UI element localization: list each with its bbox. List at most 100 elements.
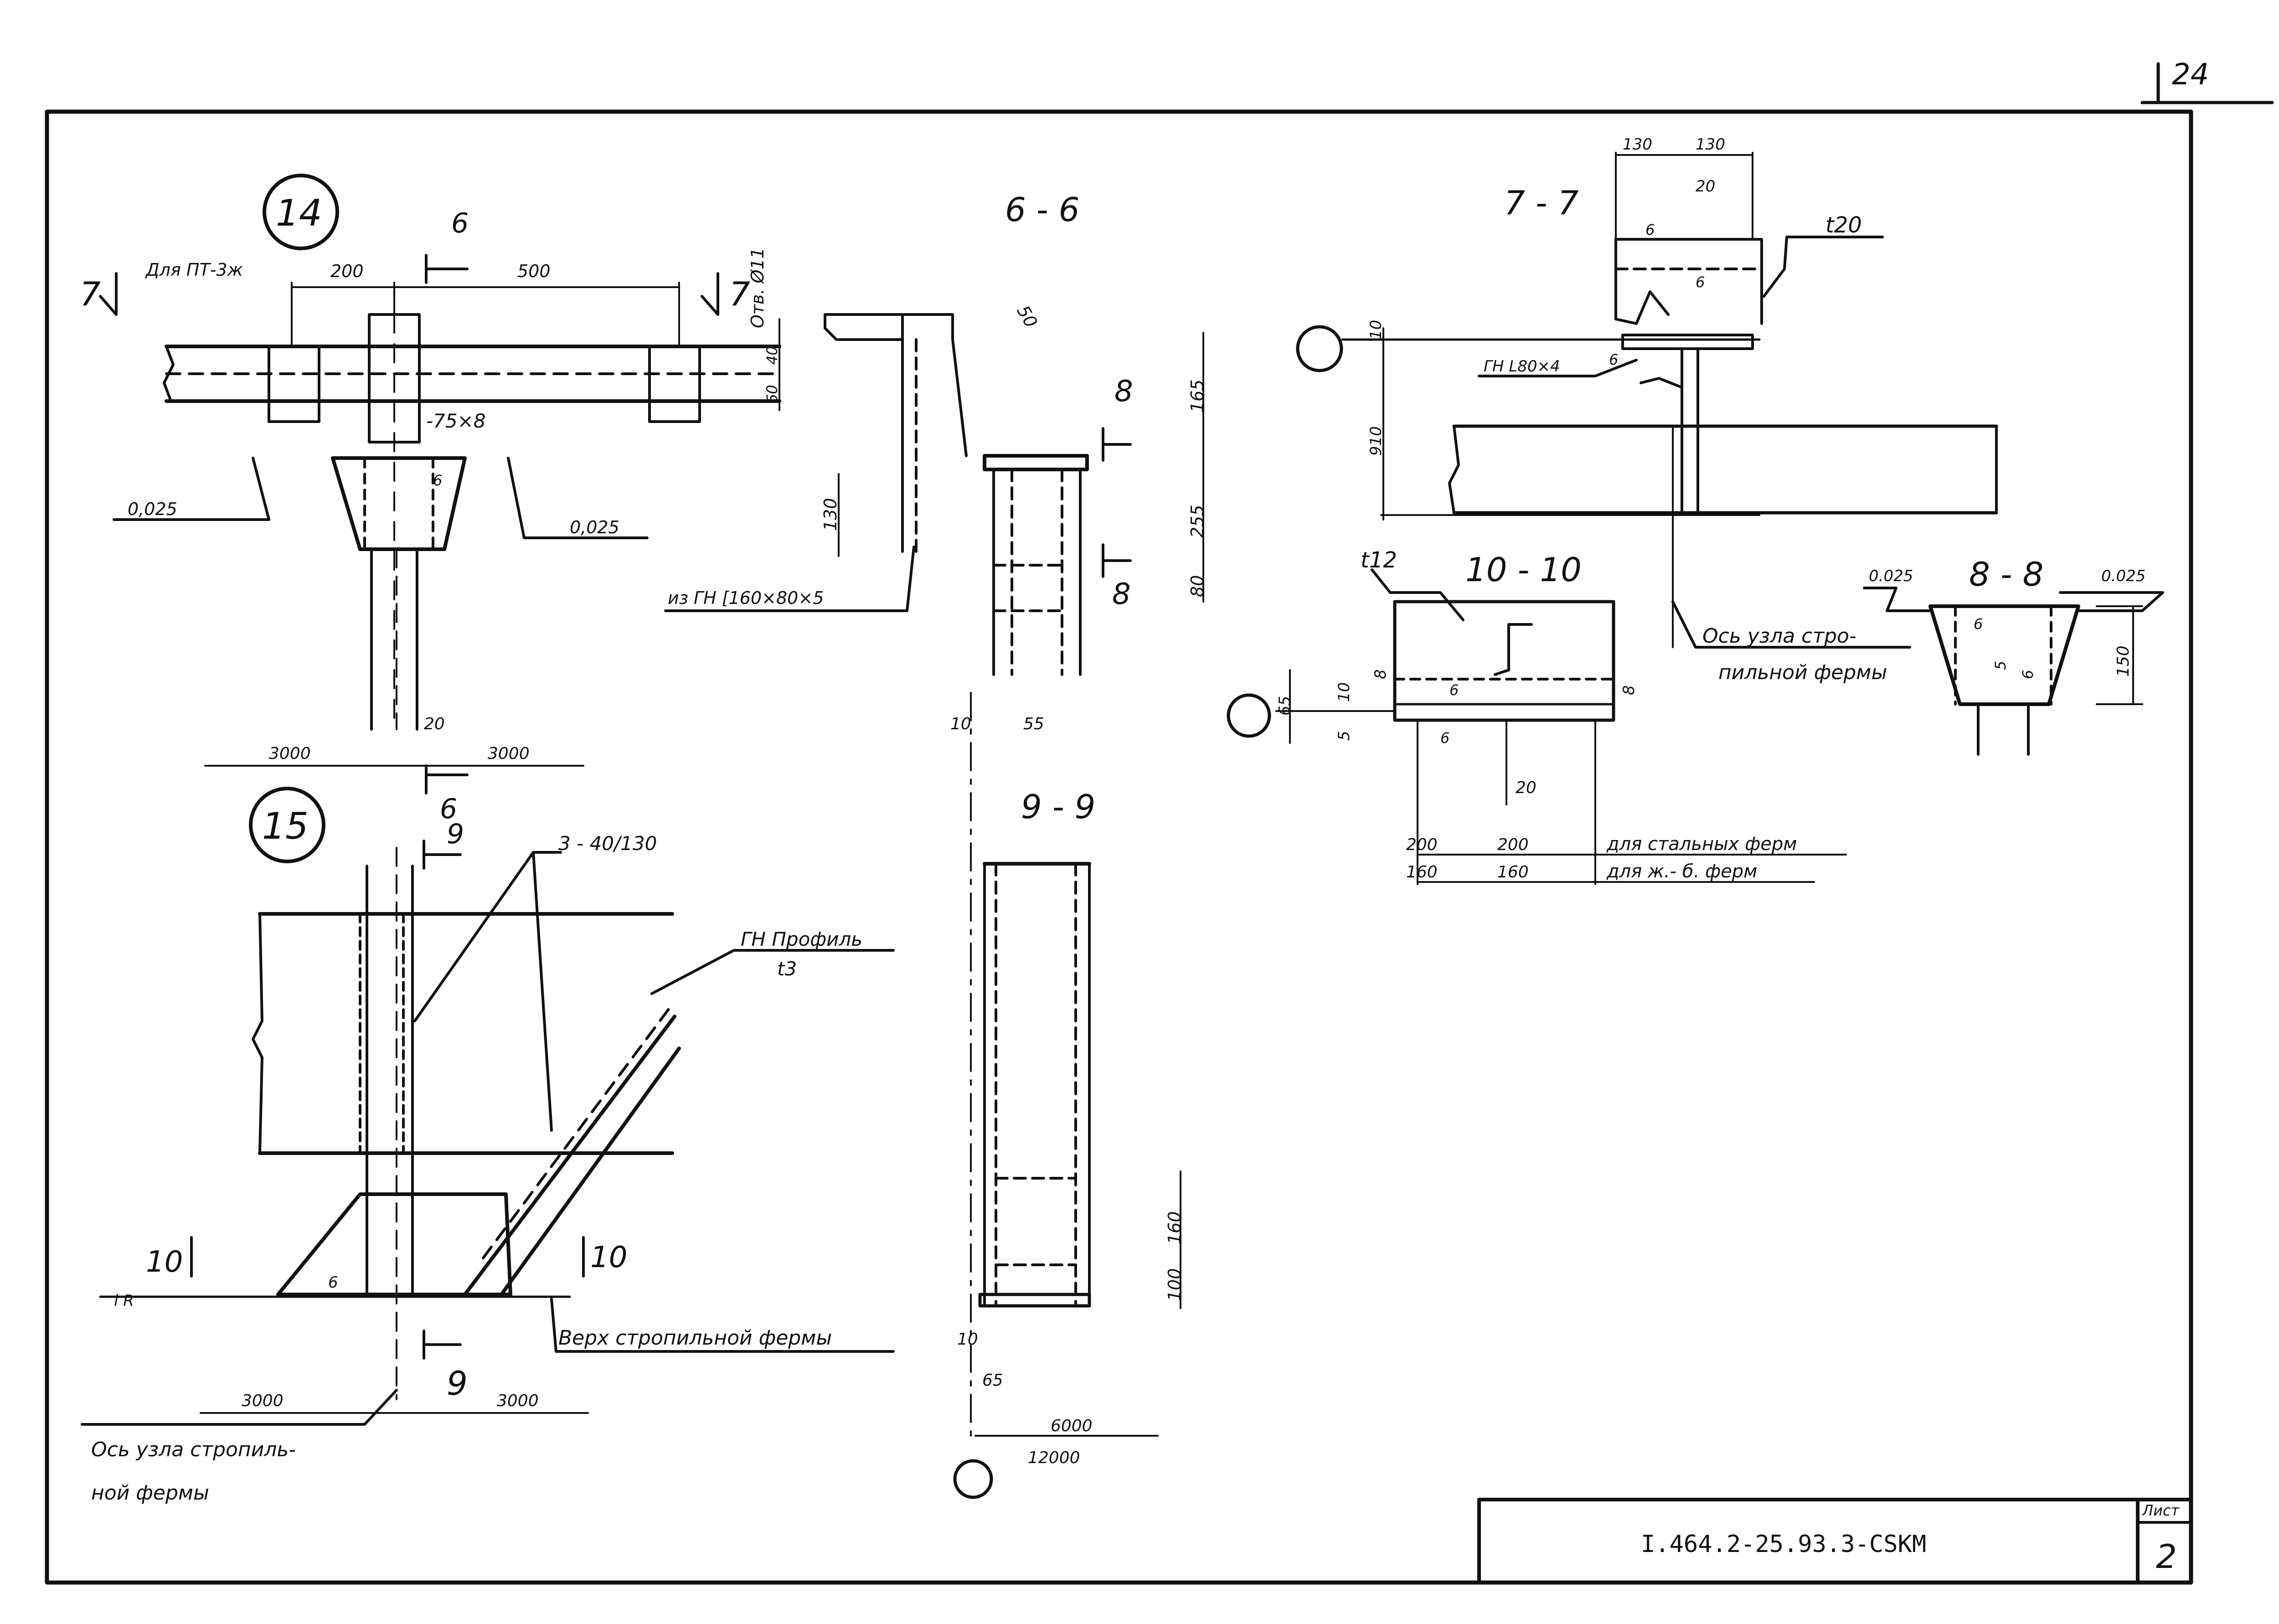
section-7-7-plate: t20 (1825, 212, 1862, 238)
section-6-6-cut-8-top: 8 (1114, 375, 1133, 408)
node-15-cut-9-top: 9 (447, 818, 464, 850)
section-9-9-title: 9 - 9 (1021, 788, 1095, 826)
section-7-7-weld-6a: 6 (1645, 221, 1655, 238)
section-6-6-dim-165: 165 (1187, 379, 1207, 412)
section-9-9-dim-65: 65 (982, 1371, 1003, 1390)
section-8-8-dim-150: 150 (2114, 645, 2133, 677)
section-7-7-dim-20: 20 (1696, 177, 1715, 196)
section-7-7-weld-6c: 6 (1609, 351, 1618, 368)
title-block (1477, 1498, 2193, 1584)
node-14-plate: -75×8 (426, 410, 486, 432)
section-8-8-title: 8 - 8 (1969, 555, 2043, 593)
node-14-drawing (99, 174, 781, 794)
node-14-cut-7-left: 7 (80, 275, 101, 313)
section-8-8-weld-6a: 6 (1974, 615, 1983, 633)
section-8-8-slope-right: 0.025 (2101, 567, 2145, 585)
section-10-10-dim-5: 5 (1335, 731, 1353, 741)
section-8-8-drawing (1863, 587, 2164, 756)
section-9-9-dim-10: 10 (957, 1330, 978, 1349)
section-6-6-dim-80: 80 (1187, 575, 1207, 597)
section-8-8-weld-6b: 6 (2019, 670, 2037, 679)
sheet-frame (45, 62, 2274, 1585)
section-6-6-title: 6 - 6 (1005, 191, 1079, 229)
node-15-profile-line1: ГН Профиль (741, 928, 862, 950)
node-14-slope-left: 0,025 (128, 499, 177, 519)
section-10-10-drawing (1227, 568, 1847, 885)
title-block-sheet-number: 2 (2156, 1537, 2177, 1576)
section-10-10-table-r2-b: 160 (1497, 863, 1529, 882)
section-7-7-dim-910: 910 (1367, 426, 1385, 456)
section-7-7-axis-line1: Ось узла стро- (1702, 624, 1856, 648)
section-6-6-channel: из ГН [160×80×5 (668, 588, 824, 608)
section-7-7-angle: ГН L80×4 (1484, 357, 1560, 376)
section-7-7-dim-10: 10 (1367, 320, 1385, 340)
section-10-10-dim-65: 65 (1276, 696, 1294, 716)
section-9-9-dim-160: 160 (1165, 1211, 1185, 1244)
section-7-7-dim-130a: 130 (1623, 135, 1652, 154)
section-8-8-weld-5: 5 (1992, 661, 2009, 670)
section-10-10-plate: t12 (1361, 547, 1397, 573)
node-15-truss-top: Верх стропильной фермы (558, 1326, 832, 1350)
node-14-for-truss: Для ПТ-3ж (145, 260, 243, 280)
section-10-10-title: 10 - 10 (1465, 551, 1582, 589)
node-14-dim-40: 40 (763, 346, 781, 365)
section-10-10-table-r2-label: для ж.- б. ферм (1606, 861, 1757, 882)
node-14-cut-7-right: 7 (729, 275, 750, 313)
section-10-10-table-r1-a: 200 (1406, 835, 1438, 854)
node-15-weld-6: 6 (328, 1273, 338, 1292)
title-block-sheet-label: Лист (2142, 1502, 2180, 1519)
section-9-9-dim-6000: 6000 (1051, 1417, 1093, 1435)
node-15-cut-10-right: 10 (590, 1241, 627, 1274)
node-14-dim-3000-left: 3000 (269, 744, 311, 763)
node-14-dim-200: 200 (330, 261, 364, 281)
node-15-cut-9-bottom: 9 (447, 1364, 468, 1402)
section-6-6-drawing (664, 313, 1204, 1446)
section-6-6-dim-255: 255 (1187, 505, 1207, 538)
section-7-7-axis-line2: пильной фермы (1718, 661, 1887, 684)
section-7-7-dim-130b: 130 (1696, 135, 1725, 154)
section-8-8-slope-left: 0.025 (1869, 567, 1913, 585)
section-10-10-dim-8a: 8 (1372, 669, 1390, 679)
section-10-10-weld-6a: 6 (1449, 681, 1459, 699)
node-15-dim-3000-right: 3000 (497, 1392, 539, 1410)
node-14-cut-6-bottom: 6 (440, 793, 457, 825)
section-6-6-dim-130: 130 (820, 498, 840, 531)
node-15-axis-line1: Ось узла стропиль- (91, 1438, 296, 1461)
node-14-cut-6-top: 6 (451, 207, 469, 239)
node-14-slope-right: 0,025 (570, 517, 619, 537)
node-14-dim-20: 20 (424, 715, 445, 733)
node-15-holes: 3 - 40/130 (558, 832, 657, 855)
section-9-9-dim-100: 100 (1165, 1268, 1185, 1301)
section-6-6-dim-50: 50 (1013, 302, 1041, 331)
section-10-10-dim-8b: 8 (1620, 685, 1638, 695)
node-15-axis-line2: ной фермы (91, 1481, 209, 1505)
section-10-10-table-r2-a: 160 (1406, 863, 1438, 882)
section-7-7-drawing (1296, 152, 1998, 649)
node-14-opening: Отв. Ø11 (748, 247, 768, 328)
section-7-7-title: 7 - 7 (1504, 184, 1579, 222)
section-6-6-dim-10: 10 (950, 715, 971, 733)
node-15-slope: i R (114, 1292, 134, 1310)
section-7-7-weld-6b: 6 (1696, 273, 1705, 291)
section-10-10-weld-6b: 6 (1440, 729, 1449, 747)
title-block-code: I.464.2-25.93.3-СSКМ (1641, 1531, 1926, 1558)
node-15-callout: 15 (262, 805, 309, 847)
section-9-9-drawing (953, 862, 1181, 1499)
section-10-10-dim-20: 20 (1516, 778, 1537, 797)
section-6-6-dim-55: 55 (1023, 715, 1044, 733)
node-14-dim-3000-right: 3000 (488, 744, 530, 763)
page-number: 24 (2172, 58, 2209, 92)
section-6-6-cut-8-bottom: 8 (1112, 577, 1131, 611)
node-15-profile-line2: t3 (777, 958, 797, 980)
node-14-weld-6: 6 (433, 472, 442, 489)
node-15-dim-3000-left: 3000 (242, 1392, 284, 1410)
node-15-drawing (81, 787, 895, 1426)
section-10-10-dim-10: 10 (1335, 682, 1353, 702)
node-14-dim-60: 60 (763, 385, 781, 403)
section-10-10-table-r1-label: для стальных ферм (1606, 834, 1797, 855)
node-14-dim-500: 500 (517, 261, 551, 281)
section-10-10-table-r1-b: 200 (1497, 835, 1529, 854)
node-14-callout: 14 (276, 192, 322, 234)
section-9-9-dim-12000: 12000 (1028, 1449, 1080, 1467)
